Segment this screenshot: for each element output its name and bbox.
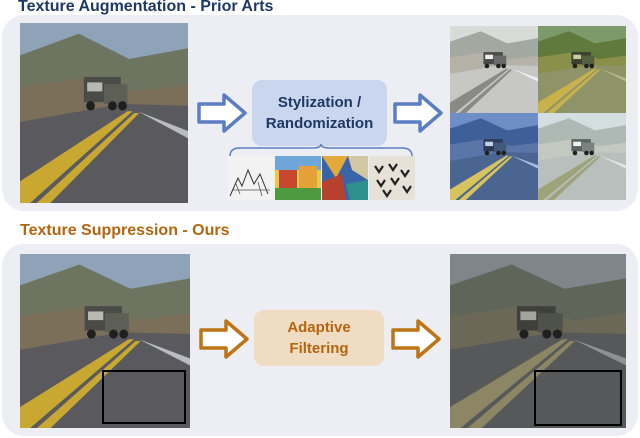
ours-title: Texture Suppression - Ours (20, 222, 230, 239)
arrow-right-icon (197, 93, 247, 133)
zoom-region-box (534, 370, 622, 426)
ours-box-line1: Adaptive (287, 319, 351, 336)
arrow-right-icon (199, 319, 249, 359)
stylized-output-grid (450, 26, 626, 200)
input-image-bottom (20, 254, 190, 428)
arrow-right-icon (391, 319, 441, 359)
prior-box-line1: Stylization / (277, 94, 362, 111)
prior-arts-title: Texture Augmentation - Prior Arts (18, 0, 274, 15)
ours-box-line2: Filtering (289, 340, 349, 357)
prior-box-line2: Randomization (265, 115, 374, 132)
style-thumbnail-birds (369, 156, 415, 200)
arrow-right-icon (393, 93, 443, 133)
stylization-randomization-box: Stylization / Randomization (252, 80, 387, 146)
brace-icon (229, 144, 413, 157)
style-thumbnail-abstract (322, 156, 368, 200)
zoom-region-box (102, 370, 186, 424)
adaptive-filtering-box: Adaptive Filtering (254, 310, 384, 366)
style-thumbnail-sketch (228, 156, 274, 200)
input-image-top (20, 23, 188, 203)
filtered-output-image (450, 254, 626, 428)
style-thumbnail-landscape (275, 156, 321, 200)
